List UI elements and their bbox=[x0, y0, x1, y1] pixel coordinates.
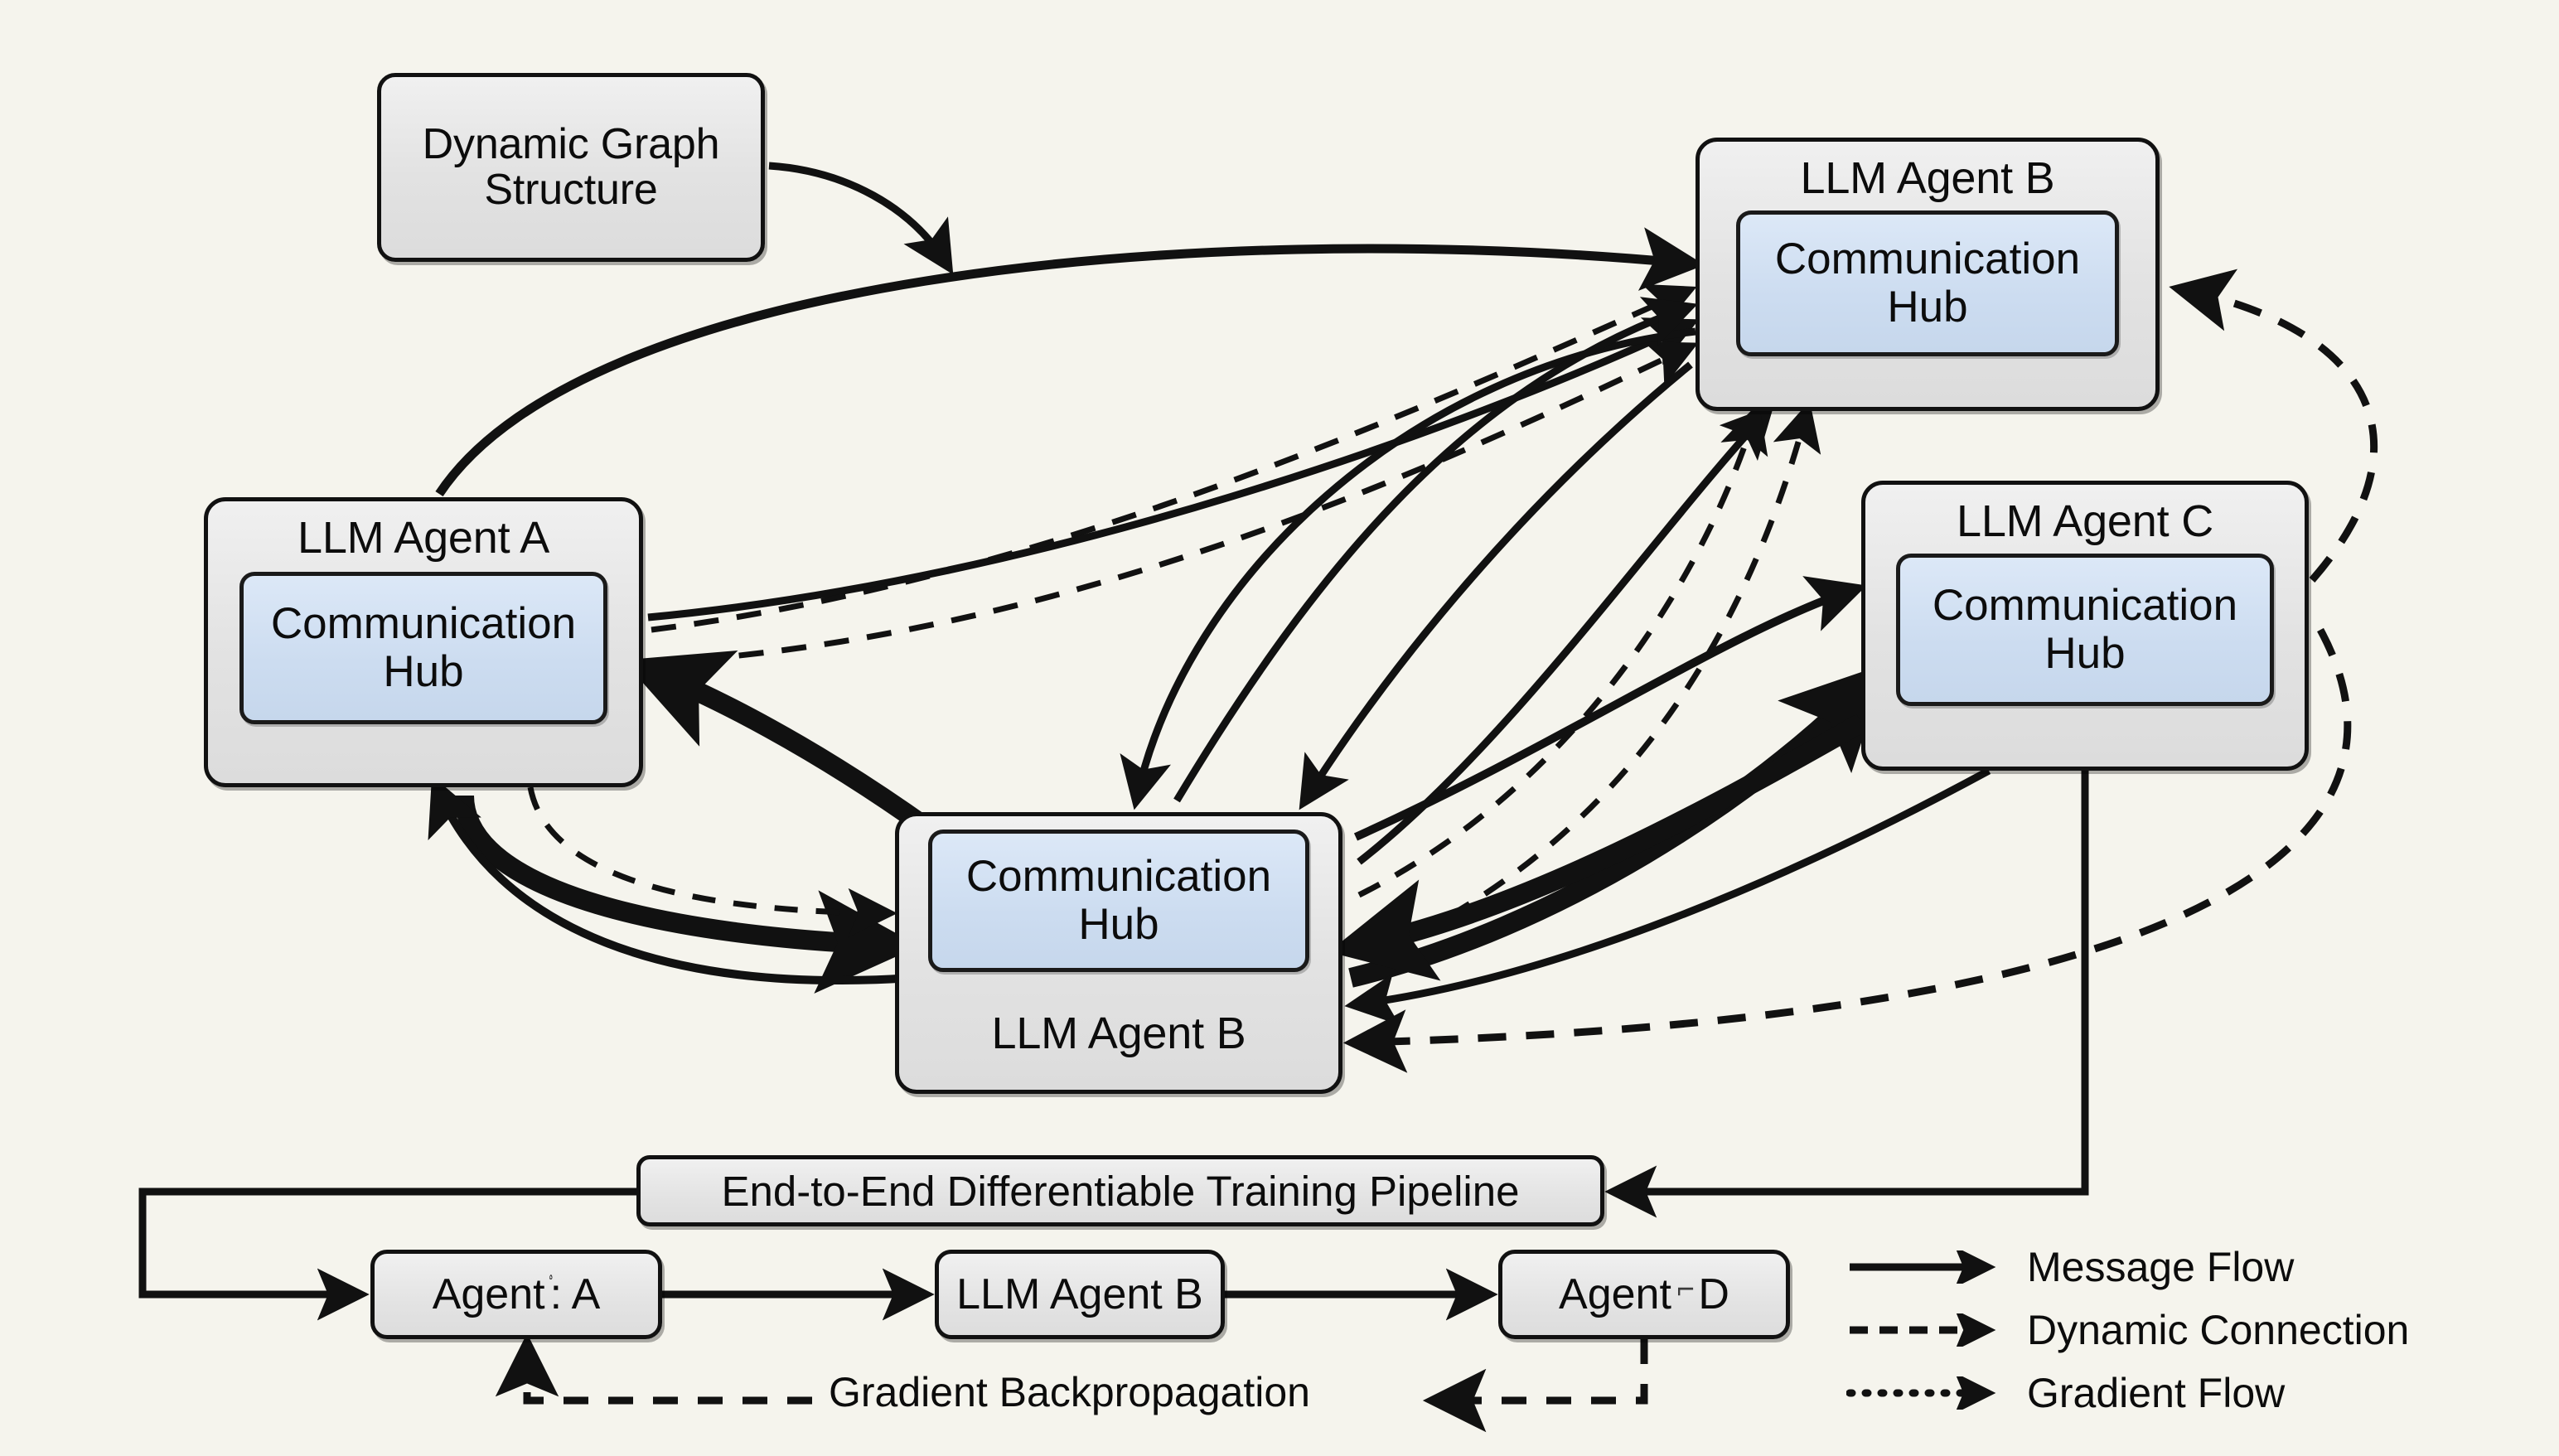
glitch-glyph-d: ⌐ bbox=[1675, 1274, 1696, 1307]
hub-label-line2: Hub bbox=[1887, 283, 1968, 332]
hub-label-line2: Hub bbox=[383, 647, 464, 697]
edge-dyngraph-hint bbox=[768, 162, 954, 275]
dotted-arrow-icon bbox=[1846, 1376, 1996, 1410]
agent-b-center-title: LLM Agent B bbox=[991, 1009, 1246, 1058]
edge-backprop-right bbox=[1422, 1339, 1648, 1433]
pipeline-step-agent-a[interactable]: Agent ۟: A bbox=[370, 1250, 662, 1339]
edge-c-to-bcenter-thick bbox=[1328, 713, 1866, 981]
pipeline-step-agent-b[interactable]: LLM Agent B bbox=[935, 1250, 1225, 1339]
edge-a-from-bcenter-thick bbox=[622, 650, 934, 837]
edge-a-to-btop-dash2 bbox=[652, 341, 1699, 666]
solid-arrow-icon bbox=[1850, 1250, 1996, 1284]
pipeline-bar[interactable]: End-to-End Differentiable Training Pipel… bbox=[636, 1155, 1604, 1226]
node-llm-agent-b-top[interactable]: LLM Agent B Communication Hub bbox=[1696, 138, 2160, 411]
dashed-arrow-icon bbox=[1850, 1313, 1996, 1347]
edge-a-to-btop-arc bbox=[435, 227, 1705, 497]
hub-label-line1: Communication bbox=[270, 598, 577, 648]
communication-hub-agent-a[interactable]: Communication Hub bbox=[239, 572, 607, 725]
edge-bcenter-to-btop bbox=[1173, 297, 1698, 803]
communication-hub-agent-b-top[interactable]: Communication Hub bbox=[1736, 210, 2119, 357]
pipe-step-a-prefix: Agent bbox=[432, 1270, 545, 1318]
node-dynamic-graph-structure[interactable]: Dynamic Graph Structure bbox=[377, 73, 765, 262]
edge-btop-to-bcenter bbox=[1120, 327, 1696, 810]
edge-a-to-btop-2 bbox=[647, 317, 1700, 622]
pipe-step-a-suffix: : A bbox=[549, 1270, 601, 1318]
glitch-glyph-a: ۟ bbox=[545, 1274, 549, 1307]
pipe-step-d-suffix: D bbox=[1698, 1270, 1729, 1318]
edge-bcenter-to-c-thick bbox=[1348, 663, 1888, 988]
agent-c-title: LLM Agent C bbox=[1957, 496, 2213, 546]
node-llm-agent-a[interactable]: LLM Agent A Communication Hub bbox=[204, 497, 643, 787]
pipe-step-d-prefix: Agent bbox=[1559, 1270, 1671, 1318]
hub-label-line1: Communication bbox=[1932, 580, 2238, 630]
agent-a-title: LLM Agent A bbox=[297, 513, 550, 563]
legend-label-gradient-flow: Gradient Flow bbox=[2027, 1370, 2286, 1416]
agent-b-top-title: LLM Agent B bbox=[1800, 153, 2055, 203]
legend-label-message-flow: Message Flow bbox=[2027, 1244, 2295, 1290]
legend-item-dynamic-connection: Dynamic Connection bbox=[1846, 1304, 2409, 1356]
hub-label-line2: Hub bbox=[1078, 900, 1159, 949]
legend-item-gradient-flow: Gradient Flow bbox=[1846, 1367, 2409, 1419]
edge-c-to-bcenter-thin bbox=[1344, 767, 1991, 1026]
hub-label-line2: Hub bbox=[2044, 629, 2126, 679]
edge-bcenter-to-a-thin bbox=[428, 775, 912, 984]
node-llm-agent-c[interactable]: LLM Agent C Communication Hub bbox=[1861, 481, 2309, 771]
edge-backprop-left bbox=[495, 1333, 812, 1405]
communication-hub-agent-c[interactable]: Communication Hub bbox=[1896, 554, 2274, 707]
pipeline-step-agent-d[interactable]: Agent⌐ D bbox=[1498, 1250, 1790, 1339]
edge-bcenter-to-btop-dash1 bbox=[1357, 402, 1768, 898]
hub-label-line1: Communication bbox=[1774, 234, 2081, 283]
dynamic-graph-label: Dynamic Graph Structure bbox=[422, 119, 720, 214]
legend-label-dynamic-connection: Dynamic Connection bbox=[2027, 1307, 2410, 1353]
communication-hub-agent-b-center[interactable]: Communication Hub bbox=[928, 830, 1309, 972]
edge-bcenter-to-c bbox=[1353, 576, 1867, 841]
edge-c-to-pipeline bbox=[1604, 771, 2089, 1218]
legend: Message Flow Dynamic Connection Gradient… bbox=[1846, 1241, 2409, 1419]
hub-label-line1: Communication bbox=[965, 851, 1272, 901]
legend-item-message-flow: Message Flow bbox=[1846, 1241, 2409, 1293]
node-llm-agent-b-center[interactable]: Communication Hub LLM Agent B bbox=[895, 812, 1342, 1094]
edge-a-to-bcenter-dash bbox=[527, 786, 897, 938]
edge-a-to-bcenter-thick bbox=[454, 795, 920, 994]
gradient-backpropagation-label: Gradient Backpropagation bbox=[829, 1369, 1310, 1415]
edge-bcenter-to-btop-dash2 bbox=[1374, 400, 1821, 956]
edge-btop-to-bcenter-2 bbox=[1299, 361, 1693, 810]
edge-a-to-btop-dash1 bbox=[651, 283, 1697, 633]
edge-bcenter-to-btop-2 bbox=[1357, 404, 1774, 865]
